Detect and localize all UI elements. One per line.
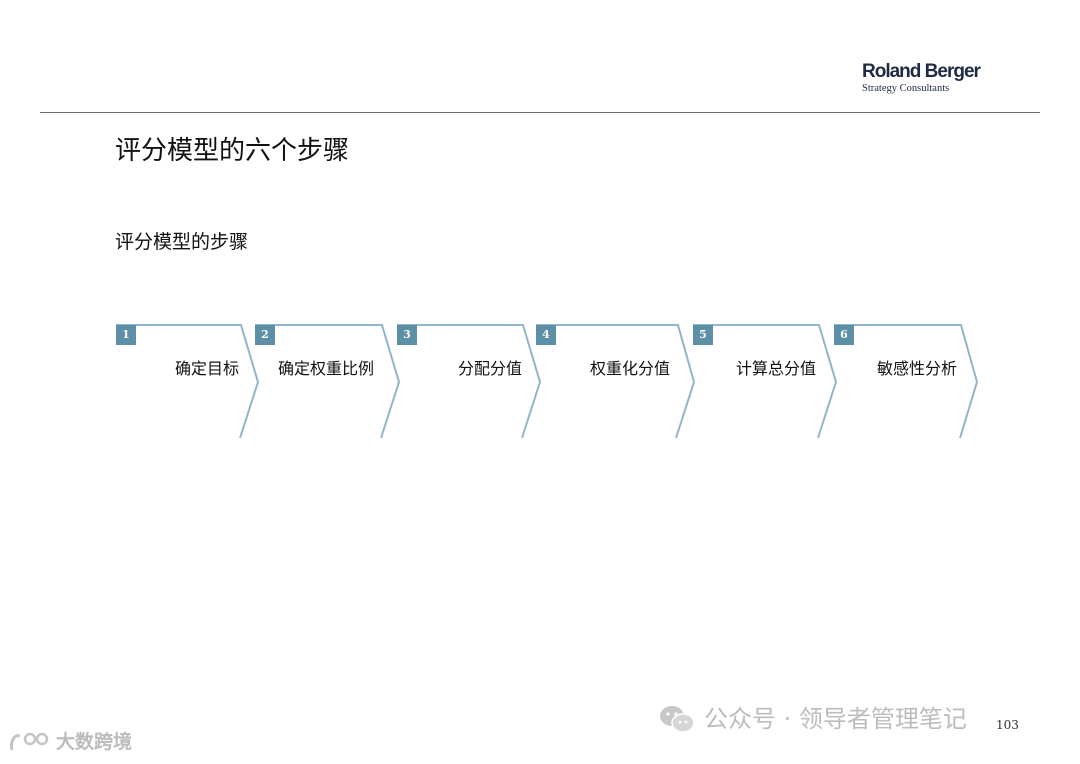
step-label: 权重化分值	[589, 359, 670, 378]
step-number-badge: 4	[536, 325, 556, 345]
process-step: 1 确定目标	[116, 320, 261, 445]
step-label: 确定目标	[174, 359, 239, 378]
step-number-badge: 1	[116, 325, 136, 345]
chevron-arrow-icon	[255, 324, 401, 439]
header-divider	[40, 112, 1040, 113]
process-step: 5 计算总分值	[693, 320, 838, 445]
brand-watermark-text: 大数跨境	[56, 731, 133, 753]
wechat-watermark-text: 公众号 · 领导者管理笔记	[704, 705, 967, 733]
step-label: 确定权重比例	[277, 359, 374, 378]
process-step: 4 权重化分值	[536, 320, 696, 445]
logo-name: Roland Berger	[862, 61, 981, 82]
process-chevron-row: 1 确定目标 2 确定权重比例 3 分配分值 4 权重化分值 5 计算总分值 6	[0, 320, 1080, 445]
chevron-arrow-icon	[536, 324, 696, 439]
chevron-arrow-icon	[116, 324, 260, 439]
step-number-badge: 3	[397, 325, 417, 345]
chevron-arrow-icon	[693, 324, 838, 439]
step-label: 分配分值	[457, 359, 522, 378]
wechat-watermark: 公众号 · 领导者管理笔记	[658, 702, 967, 736]
step-label: 计算总分值	[735, 359, 816, 378]
slide-subtitle: 评分模型的步骤	[115, 231, 249, 253]
wechat-icon	[660, 706, 695, 733]
step-number-badge: 2	[255, 325, 275, 345]
process-step: 3 分配分值	[397, 320, 542, 445]
process-step: 6 敏感性分析	[834, 320, 979, 445]
page-number: 103	[996, 718, 1019, 732]
step-label: 敏感性分析	[876, 359, 957, 378]
logo-tagline: Strategy Consultants	[862, 83, 950, 94]
process-step: 2 确定权重比例	[255, 320, 401, 445]
step-number-badge: 5	[693, 325, 713, 345]
chevron-arrow-icon	[397, 324, 542, 439]
slide-title: 评分模型的六个步骤	[115, 136, 350, 166]
brand-logo-icon	[10, 732, 49, 751]
brand-watermark: 大数跨境	[8, 728, 132, 756]
chevron-arrow-icon	[834, 324, 979, 439]
step-number-badge: 6	[834, 325, 854, 345]
roland-berger-logo: Roland Berger Strategy Consultants	[862, 61, 981, 95]
